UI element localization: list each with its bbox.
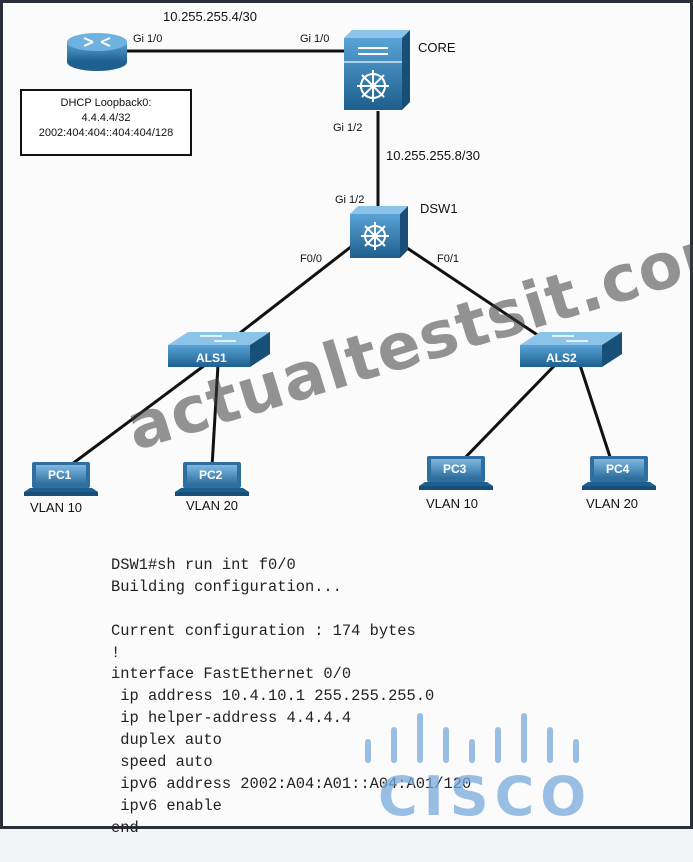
cli-line: Building configuration... [111, 577, 342, 596]
subnet-router-core: 10.255.255.4/30 [163, 9, 257, 24]
dsw1-label: DSW1 [420, 201, 458, 216]
pc4-label: PC4 [606, 462, 630, 476]
dhcp-box-line3: 2002:404:404::404:404/128 [38, 127, 174, 139]
pc2-vlan-label: VLAN 20 [186, 498, 238, 513]
cli-line: duplex auto [111, 731, 222, 750]
cli-line: ipv6 address 2002:A04:A01::A04:A01/120 [111, 774, 472, 793]
pc3-icon [419, 456, 493, 490]
pc4-icon [582, 456, 656, 490]
cable-als2-pc4 [578, 364, 614, 464]
pc2-icon [175, 462, 249, 496]
subnet-core-dsw1: 10.255.255.8/30 [386, 148, 480, 163]
core-label: CORE [418, 40, 456, 55]
cable-als1-pc1 [63, 363, 206, 472]
pc1-vlan-label: VLAN 10 [30, 500, 82, 515]
cli-line: speed auto [111, 753, 213, 772]
cisco-logo-bars [365, 713, 579, 763]
als2-label: ALS2 [546, 351, 577, 365]
router-port-label: Gi 1/0 [133, 33, 162, 45]
dsw1-port-als1-label: F0/0 [300, 253, 322, 265]
als1-switch-icon [168, 332, 270, 367]
cli-line: Current configuration : 174 bytes [111, 621, 416, 640]
dhcp-box-line2: 4.4.4.4/32 [81, 112, 131, 124]
cli-line: ip address 10.4.10.1 255.255.255.0 [111, 687, 435, 706]
network-topology: ALS1 ALS2 PC1 PC2 PC3 PC4 10.255.255.4/3… [24, 9, 656, 763]
cli-line: DSW1#sh run int f0/0 [111, 555, 296, 574]
dsw1-port-core-label: Gi 1/2 [335, 194, 364, 206]
cable-als1-pc2 [210, 364, 220, 468]
pc4-vlan-label: VLAN 20 [586, 496, 638, 511]
cli-line: interface FastEthernet 0/0 [111, 665, 352, 684]
pc1-label: PC1 [48, 468, 72, 482]
core-port-dsw1-label: Gi 1/2 [333, 122, 362, 134]
als1-label: ALS1 [196, 351, 227, 365]
dsw1-port-als2-label: F0/1 [437, 253, 459, 265]
als2-switch-icon [520, 332, 622, 367]
pc2-label: PC2 [199, 468, 223, 482]
cli-line: ! [111, 643, 121, 662]
pc3-label: PC3 [443, 462, 467, 476]
cable-als2-pc3 [456, 363, 557, 467]
cisco-logo-text: CISCO [378, 765, 593, 828]
router-icon [67, 33, 127, 71]
pc3-vlan-label: VLAN 10 [426, 496, 478, 511]
pc1-icon [24, 462, 98, 496]
core-port-router-label: Gi 1/0 [300, 33, 329, 45]
cli-line [111, 599, 581, 621]
cables [63, 49, 614, 472]
dhcp-box-line1: DHCP Loopback0: [60, 97, 152, 109]
cli-line: ip helper-address 4.4.4.4 [111, 709, 352, 728]
core-switch-icon [344, 30, 410, 110]
cli-line: ipv6 enable [111, 796, 222, 815]
cable-dsw1-als2 [403, 244, 561, 352]
dhcp-loopback-box: DHCP Loopback0: 4.4.4.4/32 2002:404:404:… [20, 89, 192, 156]
dsw1-switch-icon [350, 206, 408, 258]
